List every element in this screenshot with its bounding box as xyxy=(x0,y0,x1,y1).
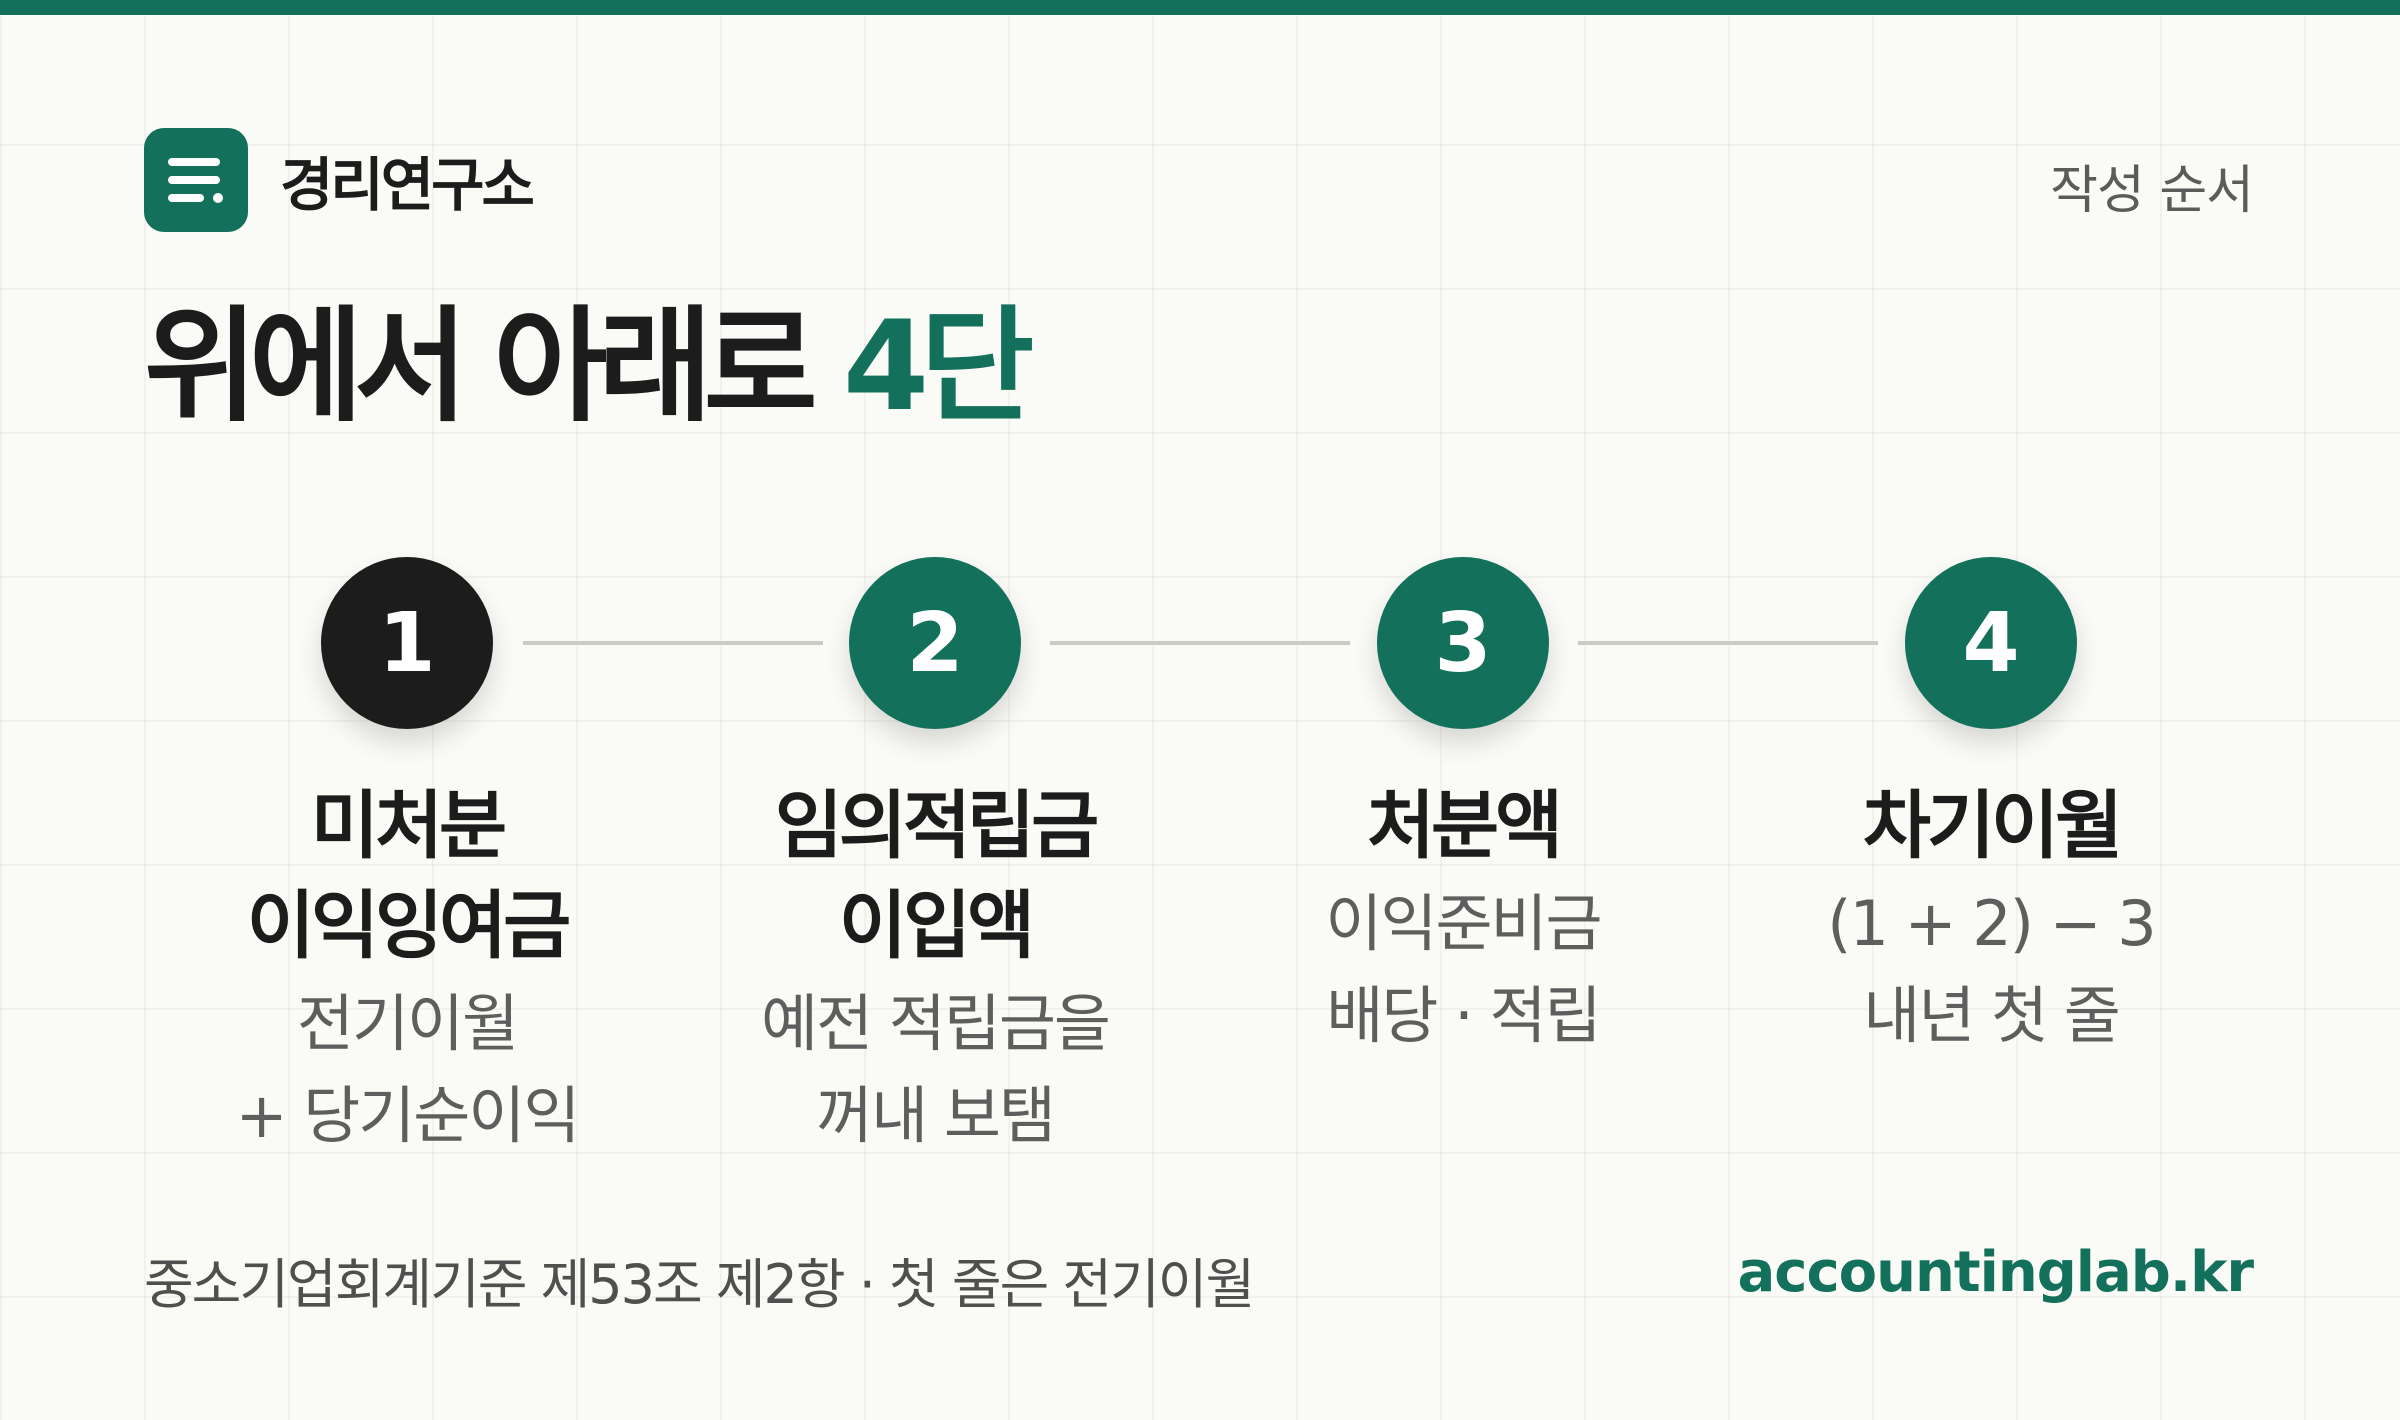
step-1-number: 1 xyxy=(378,595,436,691)
step-4-desc-line-2: 내년 첫 줄 xyxy=(1863,979,2121,1052)
step-connector-2-3 xyxy=(1050,641,1350,645)
step-4-title-line-1: 차기이월 xyxy=(1862,783,2123,869)
step-1: 미처분 이익잉여금 전기이월 + 당기순이익 xyxy=(147,776,667,1162)
step-1-title-line-2: 이익잉여금 xyxy=(246,883,571,969)
step-4-desc-line-1: (1 + 2) − 3 xyxy=(1827,887,2156,960)
brand-name: 경리연구소 xyxy=(280,151,535,219)
footer-note: 중소기업회계기준 제53조 제2항 · 첫 줄은 전기이월 xyxy=(144,1253,1255,1316)
brand: 경리연구소 xyxy=(144,128,535,232)
step-1-circle: 1 xyxy=(321,557,493,729)
step-2-desc-line-1: 예전 적립금을 xyxy=(761,987,1111,1060)
step-1-title-line-1: 미처분 xyxy=(310,783,507,869)
step-2: 임의적립금 이입액 예전 적립금을 꺼내 보탬 xyxy=(675,776,1195,1162)
step-1-desc-line-2: + 당기순이익 xyxy=(235,1079,581,1152)
step-connector-3-4 xyxy=(1578,641,1878,645)
step-3: 처분액 이익준비금 배당 · 적립 xyxy=(1203,776,1723,1062)
step-3-title-line-1: 처분액 xyxy=(1366,783,1563,869)
step-2-circle: 2 xyxy=(849,557,1021,729)
step-3-desc-line-2: 배당 · 적립 xyxy=(1326,979,1601,1052)
step-3-desc-line-1: 이익준비금 xyxy=(1325,887,1602,960)
step-2-desc-line-2: 꺼내 보탬 xyxy=(816,1079,1056,1152)
step-2-number: 2 xyxy=(906,595,964,691)
step-4: 차기이월 (1 + 2) − 3 내년 첫 줄 xyxy=(1731,776,2251,1062)
note-lines-icon xyxy=(144,128,248,232)
top-accent-bar xyxy=(0,0,2400,15)
step-1-desc-line-1: 전기이월 xyxy=(296,987,519,1060)
step-3-number: 3 xyxy=(1434,595,1492,691)
headline-accent: 4단 xyxy=(842,295,1034,439)
footer-site-link[interactable]: accountinglab.kr xyxy=(1737,1240,2254,1305)
section-label: 작성 순서 xyxy=(2050,161,2254,221)
step-connector-1-2 xyxy=(523,641,823,645)
page-title: 위에서 아래로 4단 xyxy=(144,295,1034,439)
step-3-circle: 3 xyxy=(1377,557,1549,729)
headline-text: 위에서 아래로 xyxy=(144,295,818,439)
step-4-number: 4 xyxy=(1962,595,2020,691)
step-4-circle: 4 xyxy=(1905,557,2077,729)
step-2-title-line-1: 임의적립금 xyxy=(774,783,1099,869)
step-2-title-line-2: 이입액 xyxy=(838,883,1035,969)
